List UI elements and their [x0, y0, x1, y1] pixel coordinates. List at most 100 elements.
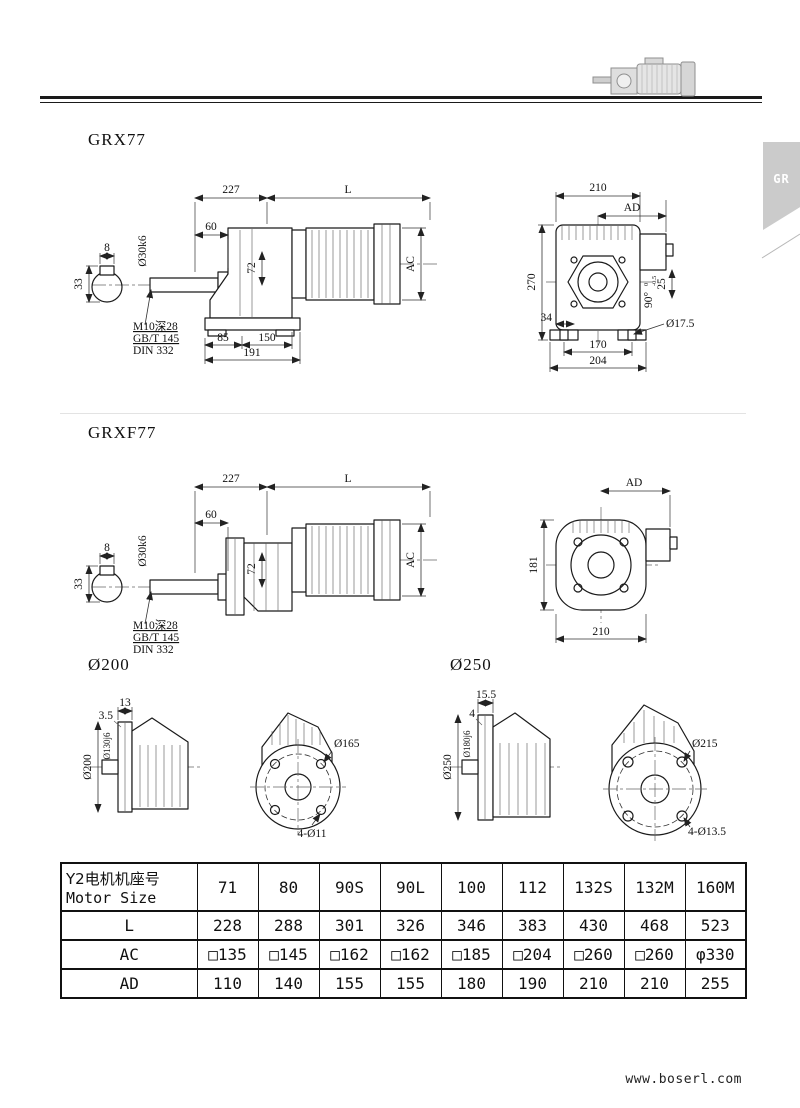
col-header-112: 112 [501, 863, 563, 912]
dim-grx77-key-height: 33 [73, 278, 85, 290]
dim-grx77-shaft-len: 60 [205, 221, 217, 233]
grx77-side-geometry [91, 223, 438, 337]
table-row-L: L 228 288 301 326 346 383 430 468 523 [60, 911, 746, 941]
col-header-160m: 160M [684, 863, 746, 912]
header-motor-size-cn: Y2电机机座号 [66, 869, 160, 888]
row-label-AD: AD [60, 969, 197, 999]
grx77-side-view: 8 33 Ø30k6 227 L 60 72 AC M10深28 GB/T 14… [73, 184, 438, 364]
table-row-AD: AD 110 140 155 155 180 190 210 210 255 [60, 969, 746, 999]
dim-grxf77-key-width: 8 [104, 542, 110, 554]
dim-grx77-front-height: 270 [526, 273, 538, 291]
dim-grx77-front-hole: Ø17.5 [666, 318, 695, 330]
dim-flange200-holes: 4-Ø11 [298, 828, 327, 840]
grxf77-side-view: 8 33 Ø30k6 227 L 60 72 AC M10深28 GB/T 14… [73, 473, 438, 656]
grxf77-side-dimension-lines [85, 483, 431, 625]
cell-L-90l: 326 [379, 911, 441, 941]
dim-grx77-front-angle: 90° [643, 292, 655, 309]
header-motor-size-en: Motor Size [66, 888, 157, 907]
dim-grx77-front-angle-tol-top: 0 [643, 283, 650, 286]
section-title-flange250: Ø250 [450, 655, 492, 674]
dim-grx77-front-angle-tol-bot: -0.5 [651, 276, 658, 286]
cell-AC-132m: □260 [623, 940, 685, 970]
dim-grx77-front-foot: 34 [541, 312, 553, 324]
cell-L-90s: 301 [318, 911, 380, 941]
label-grxf77-std1: GB/T 145 [133, 632, 179, 644]
dim-grx77-front-angle-group: 90° 0 -0.5 [643, 276, 658, 308]
cell-AC-160m: φ330 [684, 940, 746, 970]
gr-tab-curl-line [761, 233, 800, 259]
section-title-flange200: Ø200 [88, 655, 130, 674]
cell-AD-132m: 210 [623, 969, 685, 999]
dim-flange250-bolt-circle: Ø215 [692, 738, 718, 750]
dim-flange250-outer: Ø250 [442, 754, 454, 780]
cell-L-100: 346 [440, 911, 502, 941]
dim-flange250-thickness: 15.5 [476, 689, 496, 701]
header-rule-thick [40, 96, 762, 99]
dim-flange250-holes: 4-Ø13.5 [688, 826, 726, 838]
gearmotor-logo-icon [592, 57, 696, 97]
grx77-front-view: 210 AD 270 90° 0 -0.5 25 34 Ø17.5 170 20… [526, 182, 695, 372]
dim-grxf77-shaft-len: 60 [205, 509, 217, 521]
cell-AD-90s: 155 [318, 969, 380, 999]
dim-grx77-foot-a: 85 [217, 332, 229, 344]
dim-grx77-front-foot-span: 170 [589, 339, 607, 351]
flange200-front-geometry [250, 712, 346, 835]
col-header-100: 100 [440, 863, 502, 912]
section-title-grx77: GRX77 [88, 130, 146, 149]
flange200-side-geometry [88, 717, 200, 813]
cell-AD-90l: 155 [379, 969, 441, 999]
dim-grxf77-front-width: 210 [592, 626, 610, 638]
dim-grxf77-front-height: 181 [528, 556, 540, 574]
dim-grxf77-motor-len: L [344, 473, 351, 485]
col-header-90l: 90L [379, 863, 441, 912]
label-grxf77-std2: DIN 332 [133, 644, 174, 656]
dim-flange200-bolt-circle: Ø165 [334, 738, 360, 750]
dim-grx77-top-width: 227 [222, 184, 240, 196]
grx77-drawings: 8 33 Ø30k6 227 L 60 72 AC M10深28 GB/T 14… [73, 182, 695, 372]
dim-grxf77-key-height: 33 [73, 578, 85, 590]
cell-AC-80: □145 [257, 940, 319, 970]
cell-AD-71: 110 [196, 969, 258, 999]
dim-grxf77-front-ad: AD [626, 477, 643, 489]
dimension-table: Y2电机机座号 Motor Size 71 80 90S 90L 100 112… [60, 862, 747, 999]
table-header-row: Y2电机机座号 Motor Size 71 80 90S 90L 100 112… [60, 863, 746, 912]
cell-L-132m: 468 [623, 911, 685, 941]
col-header-80: 80 [257, 863, 319, 912]
cell-L-112: 383 [501, 911, 563, 941]
dim-grx77-front-ad: AD [624, 202, 641, 214]
cell-L-160m: 523 [684, 911, 746, 941]
dim-grx77-shaft-dia: Ø30k6 [137, 235, 149, 267]
label-grx77-std2: DIN 332 [133, 345, 174, 357]
dim-grx77-motor-len: L [344, 184, 351, 196]
flange-drawings: 13 3.5 Ø200 Ø130j6 [82, 689, 726, 841]
dim-grx77-key-width: 8 [104, 242, 110, 254]
col-header-90s: 90S [318, 863, 380, 912]
cell-AC-90l: □162 [379, 940, 441, 970]
cell-AD-100: 180 [440, 969, 502, 999]
dim-grxf77-top-width: 227 [222, 473, 240, 485]
col-header-71: 71 [196, 863, 258, 912]
label-grx77-tap-hole: M10深28 [133, 319, 178, 333]
grxf77-front-view: AD 181 210 [528, 477, 678, 643]
cell-AC-132s: □260 [562, 940, 624, 970]
cell-AC-112: □204 [501, 940, 563, 970]
cell-AC-100: □185 [440, 940, 502, 970]
cell-AD-160m: 255 [684, 969, 746, 999]
dim-grx77-front-box: 25 [656, 278, 668, 290]
dim-flange250-spigot: Ø180j6 [462, 730, 472, 758]
flange250-side-view: 15.5 4 Ø250 Ø180j6 [442, 689, 562, 821]
dim-flange200-outer: Ø200 [82, 754, 94, 780]
flange200-front-view: Ø165 4-Ø11 [250, 712, 360, 840]
flange250-front-view: Ø215 4-Ø13.5 [603, 704, 726, 841]
dim-grxf77-motor-dia: AC [405, 552, 417, 568]
grxf77-front-geometry [546, 507, 678, 623]
cell-L-132s: 430 [562, 911, 624, 941]
gr-tab-label: GR [773, 172, 790, 186]
section-title-grxf77: GRXF77 [88, 423, 157, 442]
row-label-AC: AC [60, 940, 197, 970]
flange250-front-dimension-lines [683, 750, 692, 828]
section-divider [60, 413, 746, 414]
label-grx77-std1: GB/T 145 [133, 333, 179, 345]
label-grxf77-tap-hole: M10深28 [133, 618, 178, 632]
grx77-front-geometry [546, 216, 674, 346]
